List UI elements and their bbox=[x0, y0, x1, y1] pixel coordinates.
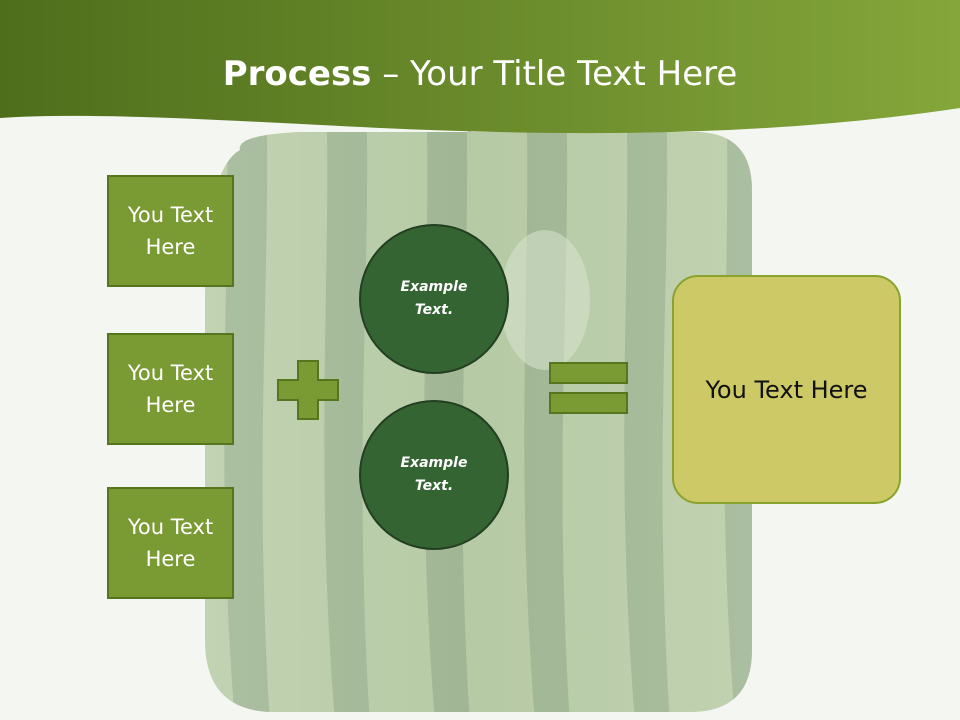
text-box-1[interactable]: You Text Here bbox=[107, 175, 234, 287]
example-circle-1[interactable]: Example Text. bbox=[359, 224, 509, 374]
text-box-label: You Text Here bbox=[127, 361, 214, 417]
circle-label: Example Text. bbox=[400, 455, 468, 494]
title-bold: Process bbox=[222, 54, 372, 94]
text-box-label: You Text Here bbox=[127, 515, 214, 571]
text-box-label: You Text Here bbox=[127, 203, 214, 259]
page-title: Process – Your Title Text Here bbox=[0, 50, 960, 98]
result-label: You Text Here bbox=[705, 375, 868, 404]
text-box-2[interactable]: You Text Here bbox=[107, 333, 234, 445]
plus-icon bbox=[277, 360, 339, 420]
circle-label: Example Text. bbox=[400, 279, 468, 318]
example-circle-2[interactable]: Example Text. bbox=[359, 400, 509, 550]
title-rest: – Your Title Text Here bbox=[371, 54, 738, 94]
equals-icon bbox=[549, 362, 628, 414]
result-box[interactable]: You Text Here bbox=[672, 275, 901, 504]
text-box-3[interactable]: You Text Here bbox=[107, 487, 234, 599]
header-band bbox=[0, 0, 960, 134]
